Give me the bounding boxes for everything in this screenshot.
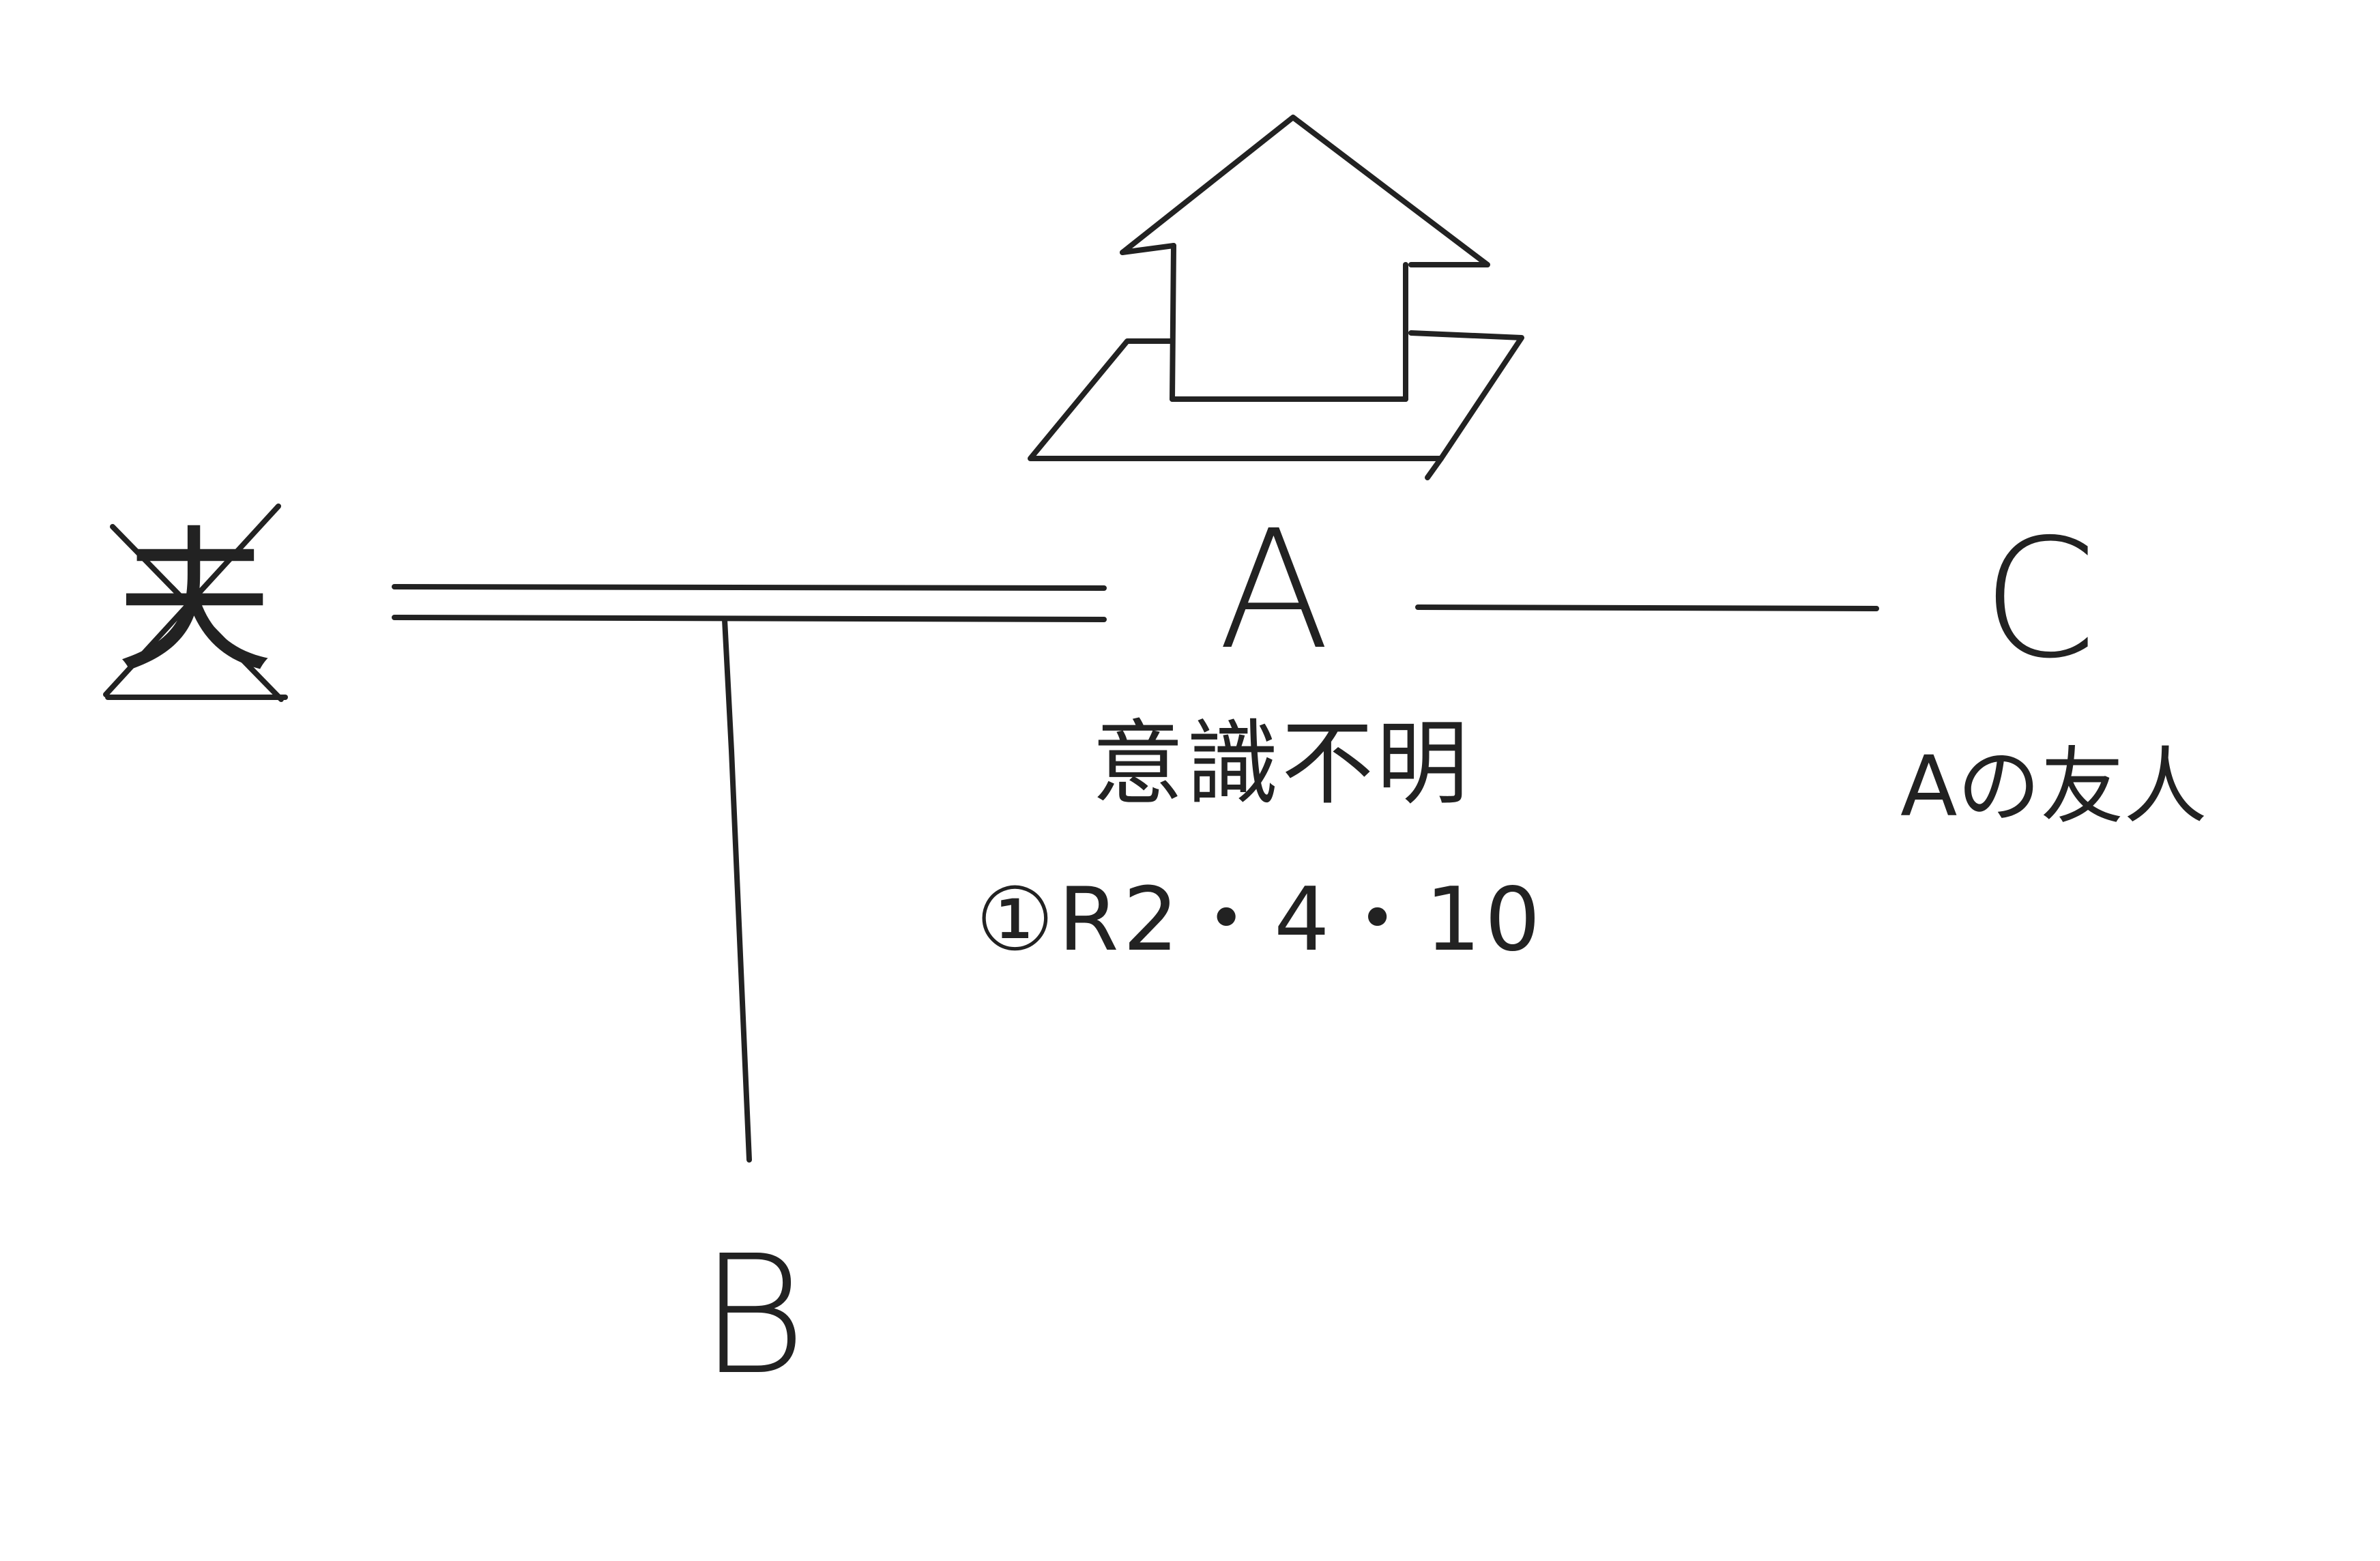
person-c-label: C [1982, 504, 2097, 695]
house-icon [1028, 115, 1524, 480]
a-condition-note: 意識不明 [1092, 710, 1471, 817]
a-date-note: ①R2・4・10 [976, 869, 1545, 971]
relation-line-a-c [1415, 604, 1879, 611]
person-b-label: B [699, 1220, 807, 1411]
deceased-spouse-label: 夫 [116, 512, 274, 695]
person-a-label: A [1218, 495, 1331, 686]
marriage-double-line [392, 584, 1107, 622]
deceased-cross-mark [103, 504, 288, 702]
c-relation-note: Aの友人 [1900, 738, 2207, 835]
descent-line-to-b [722, 617, 752, 1163]
